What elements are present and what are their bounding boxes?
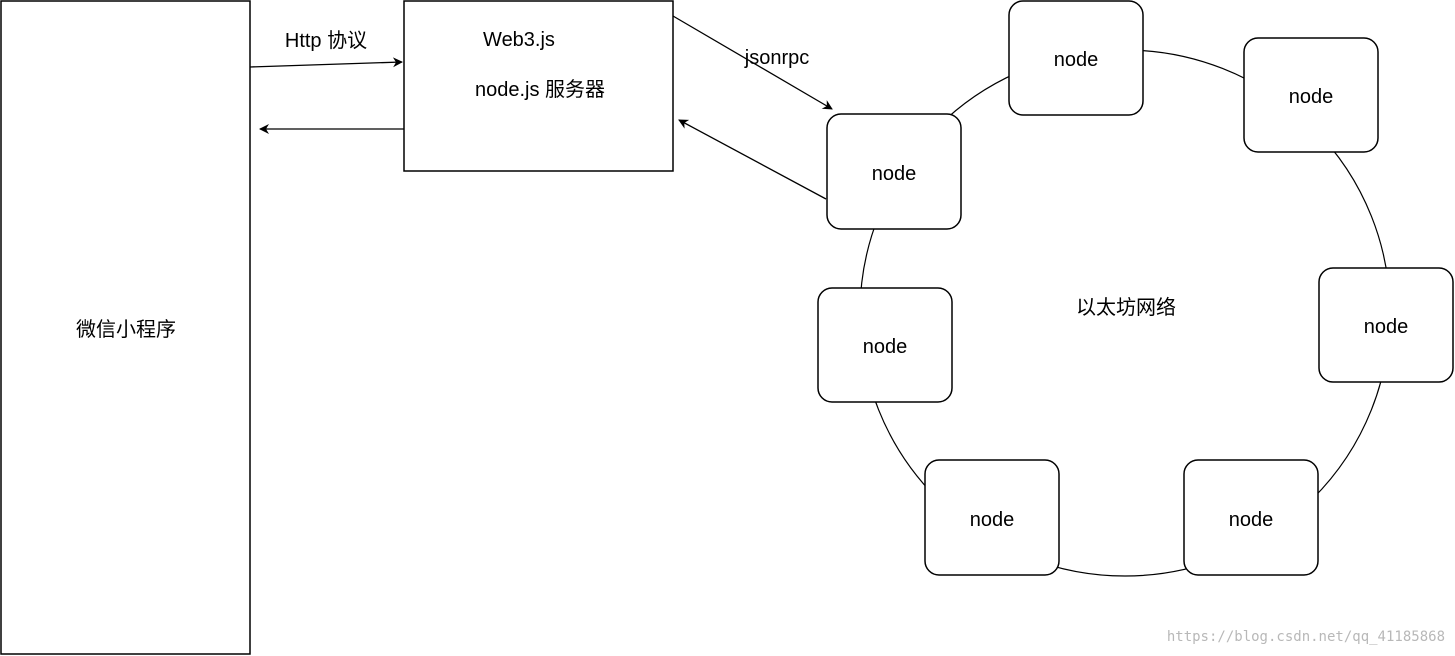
watermark-text: https://blog.csdn.net/qq_41185868 bbox=[1167, 629, 1445, 645]
rpc-response-arrow bbox=[678, 119, 827, 200]
node-box: node bbox=[826, 113, 962, 230]
ethereum-network-label: 以太坊网络 bbox=[1076, 296, 1176, 319]
node-label: node bbox=[1364, 316, 1409, 338]
node-box: node bbox=[924, 459, 1060, 576]
node-box: node bbox=[1183, 459, 1319, 576]
server-box: Web3.js node.js 服务器 bbox=[403, 0, 674, 172]
node-box: node bbox=[1243, 37, 1379, 153]
node-label: node bbox=[1054, 49, 1099, 71]
server-web3-label: Web3.js bbox=[483, 29, 555, 51]
node-label: node bbox=[1229, 509, 1274, 531]
node-label: node bbox=[1289, 86, 1334, 108]
node-box: node bbox=[817, 287, 953, 403]
node-label: node bbox=[872, 163, 917, 185]
node-box: node bbox=[1008, 0, 1144, 116]
client-box: 微信小程序 bbox=[0, 0, 251, 655]
http-request-arrow bbox=[249, 57, 403, 68]
node-box: node bbox=[1318, 267, 1454, 383]
node-label: node bbox=[863, 336, 908, 358]
server-nodejs-label: node.js 服务器 bbox=[475, 78, 605, 101]
client-label: 微信小程序 bbox=[76, 318, 176, 341]
http-protocol-label: Http 协议 bbox=[285, 29, 367, 52]
jsonrpc-label: jsonrpc bbox=[744, 47, 809, 69]
rpc-request-arrow bbox=[672, 15, 833, 110]
node-label: node bbox=[970, 509, 1015, 531]
